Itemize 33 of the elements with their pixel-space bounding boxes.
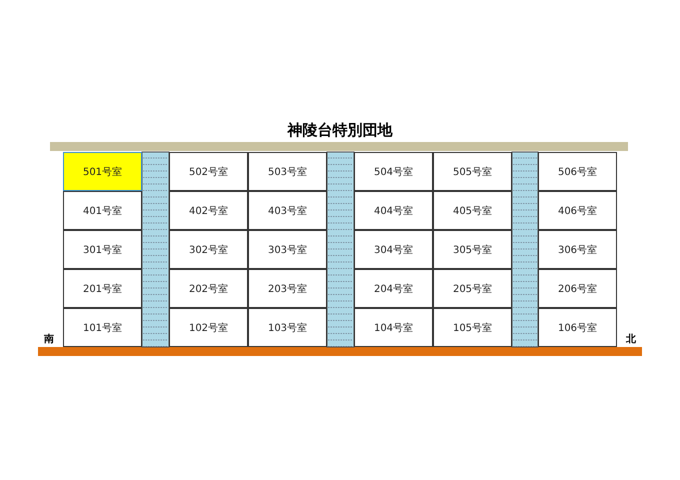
room-box: 304号室 [354, 230, 433, 269]
direction-label: 南 [44, 332, 54, 346]
room-box: 402号室 [169, 191, 248, 230]
room-box: 201号室 [63, 269, 142, 308]
room-box: 401号室 [63, 191, 142, 230]
room-box: 403号室 [248, 191, 327, 230]
room-box: 503号室 [248, 152, 327, 191]
room-box: 104号室 [354, 308, 433, 347]
room-box: 102号室 [169, 308, 248, 347]
room-box: 106号室 [538, 308, 617, 347]
room-box: 305号室 [433, 230, 512, 269]
room-box: 301号室 [63, 230, 142, 269]
room-box: 303号室 [248, 230, 327, 269]
room-box: 501号室 [63, 152, 142, 191]
room-box: 101号室 [63, 308, 142, 347]
room-box: 103号室 [248, 308, 327, 347]
room-box: 502号室 [169, 152, 248, 191]
diagram-title: 神陵台特別団地 [286, 121, 394, 140]
room-box: 205号室 [433, 269, 512, 308]
room-box: 204号室 [354, 269, 433, 308]
room-box: 505号室 [433, 152, 512, 191]
room-box: 406号室 [538, 191, 617, 230]
room-box: 404号室 [354, 191, 433, 230]
room-box: 203号室 [248, 269, 327, 308]
room-box: 504号室 [354, 152, 433, 191]
room-box: 306号室 [538, 230, 617, 269]
direction-label: 北 [626, 332, 636, 346]
room-box: 206号室 [538, 269, 617, 308]
room-box: 405号室 [433, 191, 512, 230]
room-box: 105号室 [433, 308, 512, 347]
room-box: 202号室 [169, 269, 248, 308]
room-box: 506号室 [538, 152, 617, 191]
room-box: 302号室 [169, 230, 248, 269]
